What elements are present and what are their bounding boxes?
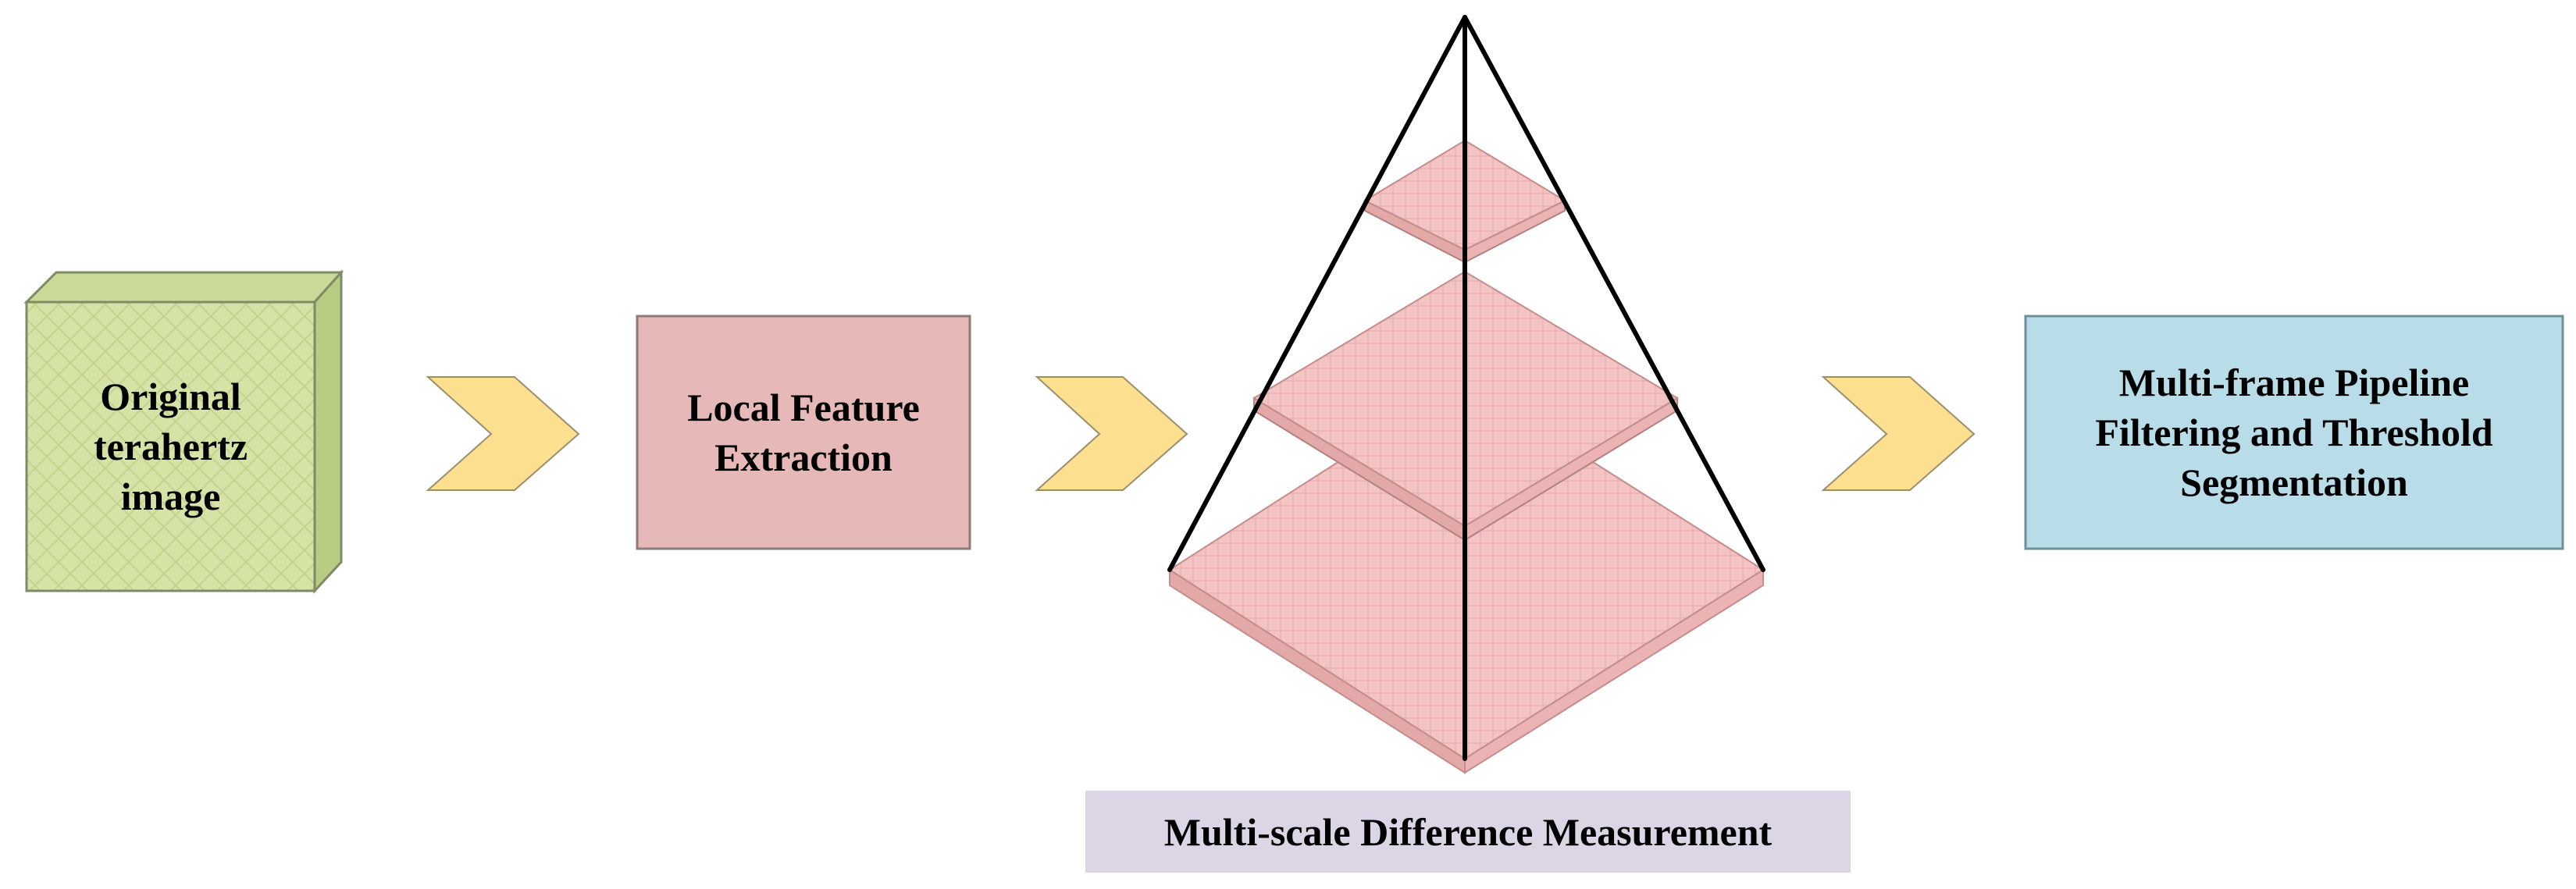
local-feature-box — [636, 315, 971, 550]
pipeline-label: Multi-frame Pipeline Filtering and Thres… — [2026, 316, 2563, 549]
original-image-label: Original terahertz image — [27, 302, 315, 591]
local-feature-line-1: Local Feature — [687, 386, 920, 429]
original-image-front-face — [25, 300, 316, 592]
pyramid-edges — [1167, 15, 1765, 761]
chevron-arrow-1 — [426, 376, 580, 491]
original-image-top-face — [23, 271, 344, 304]
pyramid-caption: Multi-scale Difference Measurement — [1085, 791, 1851, 873]
pyramid-caption-text: Multi-scale Difference Measurement — [1163, 809, 1773, 854]
chevron-arrow-2 — [1035, 376, 1188, 491]
chevron-arrow-3 — [1821, 376, 1976, 491]
local-feature-line-2: Extraction — [714, 436, 893, 479]
original-image-line-1: Original — [100, 375, 241, 418]
pipeline-line-3: Segmentation — [2180, 461, 2408, 504]
pipeline-line-2: Filtering and Threshold — [2095, 411, 2493, 454]
local-feature-label: Local Feature Extraction — [637, 316, 970, 549]
original-image-line-3: image — [120, 475, 221, 518]
original-image-block — [23, 269, 344, 594]
original-image-side-face — [313, 269, 343, 594]
original-image-line-2: terahertz — [93, 425, 248, 468]
pipeline-line-1: Multi-frame Pipeline — [2118, 361, 2470, 404]
pyramid-caption-box — [1085, 791, 1851, 873]
pipeline-box — [2024, 315, 2564, 550]
